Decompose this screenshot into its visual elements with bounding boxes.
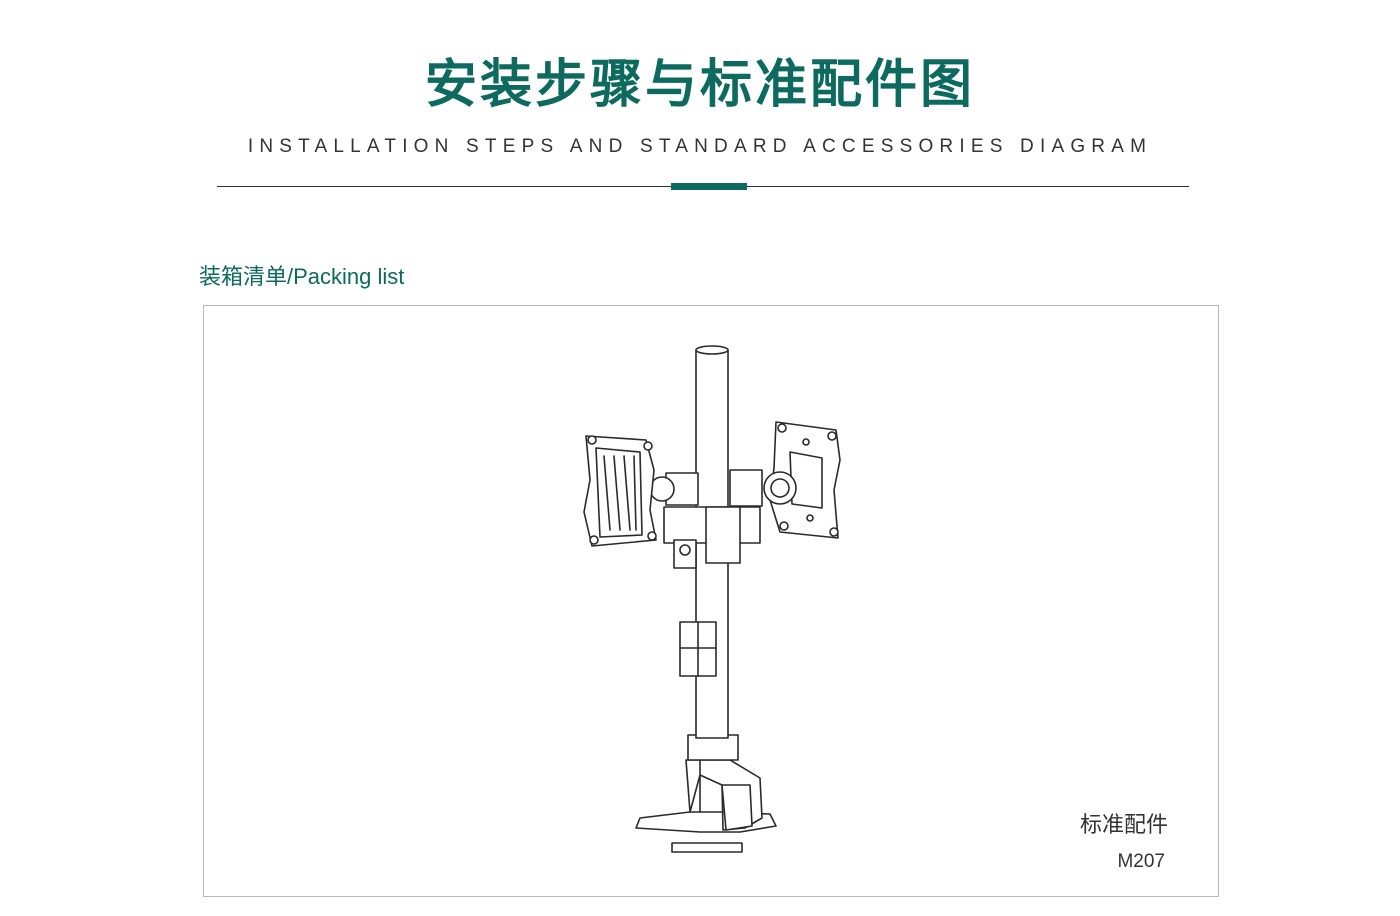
right-vesa-plate xyxy=(729,421,841,539)
section-title-en: /Packing list xyxy=(287,264,405,289)
divider-accent xyxy=(671,183,747,190)
desk-clamp xyxy=(635,734,777,853)
packing-list-frame xyxy=(203,305,1219,897)
monitor-mount-illustration xyxy=(583,345,841,853)
left-vesa-plate xyxy=(583,435,699,547)
section-title: 装箱清单/Packing list xyxy=(199,262,404,293)
standard-accessory-label: 标准配件 xyxy=(1079,813,1168,838)
page-subtitle: INSTALLATION STEPS AND STANDARD ACCESSOR… xyxy=(247,136,1153,157)
page-title: 安装步骤与标准配件图 xyxy=(424,55,975,115)
cable-clip xyxy=(679,621,717,677)
section-title-zh: 装箱清单 xyxy=(199,265,288,290)
model-number: M207 xyxy=(1117,851,1165,872)
pole-collar xyxy=(663,506,761,569)
